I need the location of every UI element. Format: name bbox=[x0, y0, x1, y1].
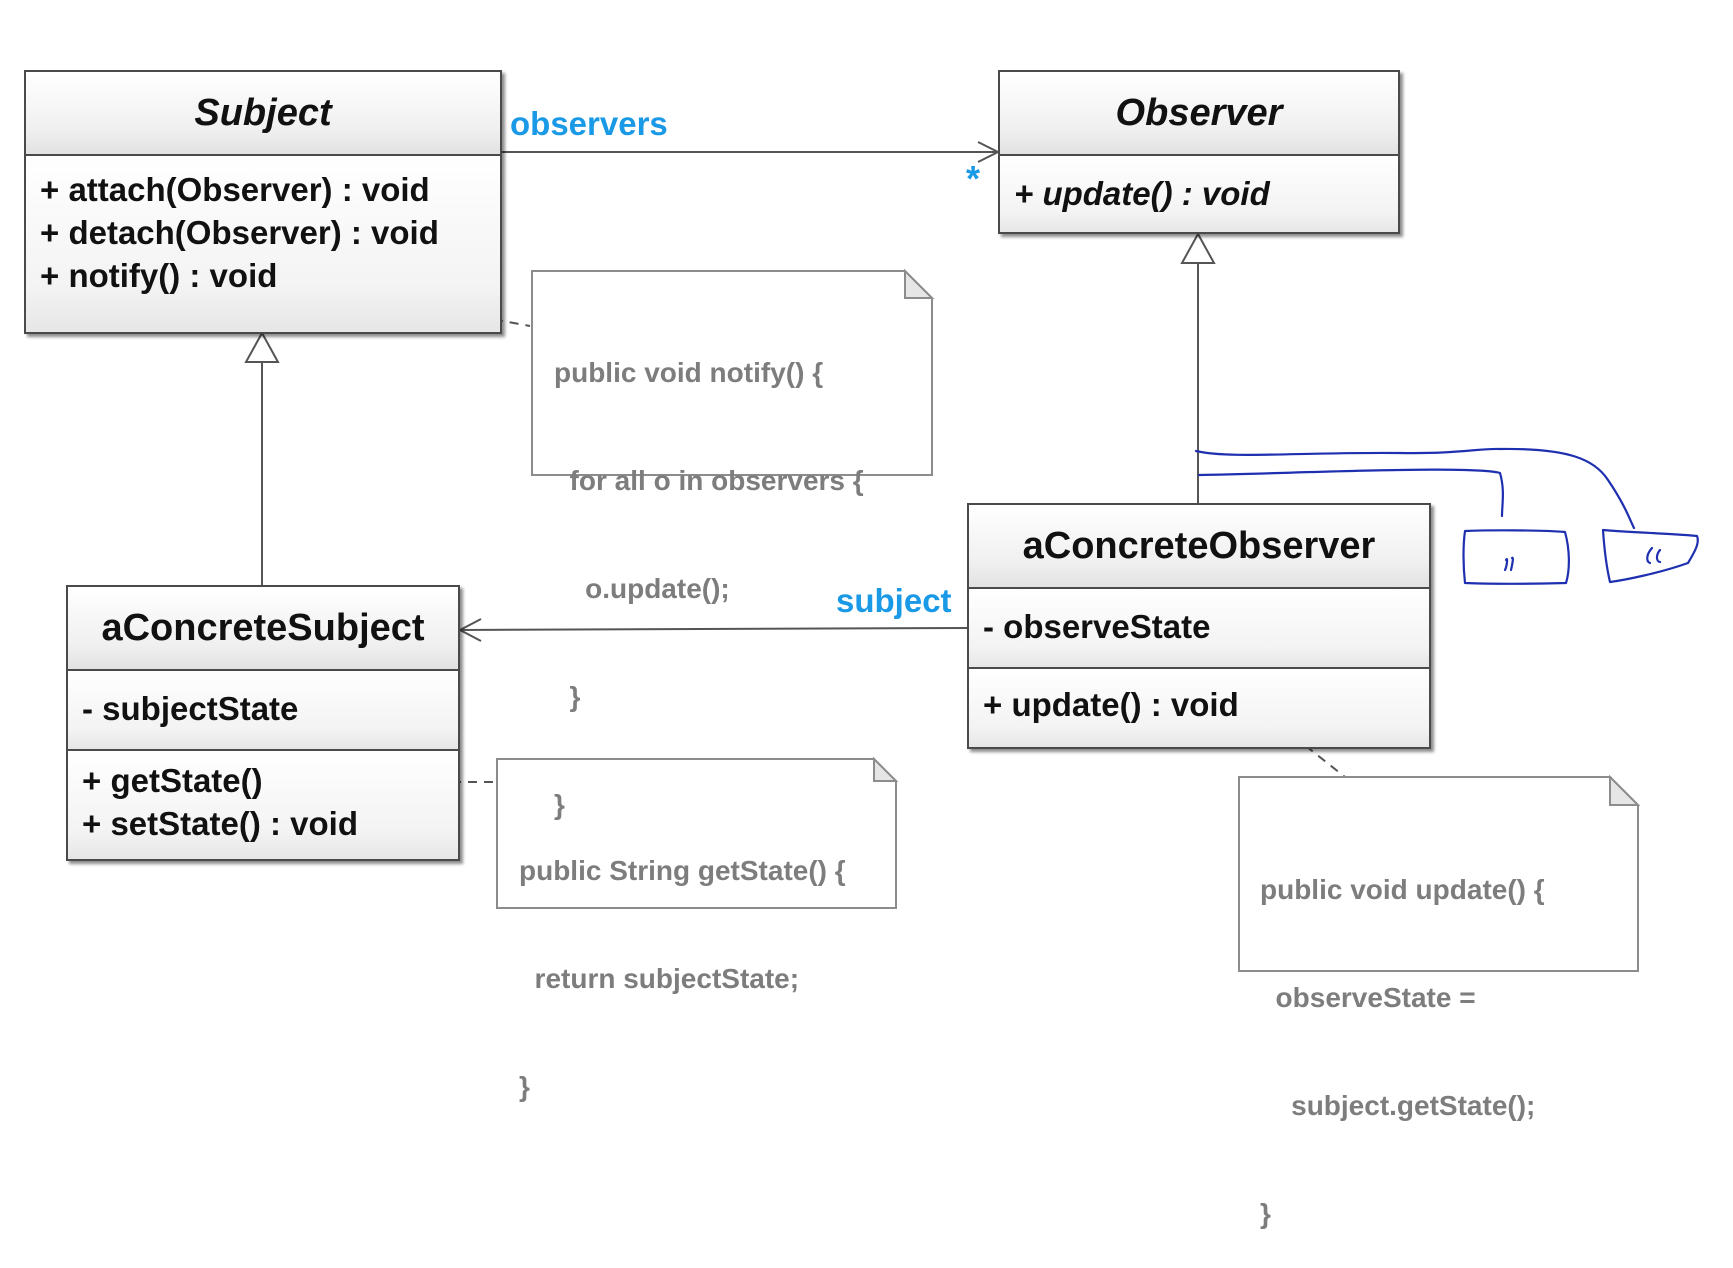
observer-class-name: Observer bbox=[1000, 72, 1398, 156]
concrete-subject-class[interactable]: aConcreteSubject - subjectState + getSta… bbox=[66, 585, 460, 861]
getstate-note-line: return subjectState; bbox=[519, 963, 800, 994]
getstate-note: public String getState() { return subjec… bbox=[519, 781, 846, 1141]
observer-op-update: + update() : void bbox=[1014, 175, 1270, 212]
update-note-line: observeState = bbox=[1260, 982, 1476, 1013]
concrete-observer-attr-state: - observeState bbox=[983, 608, 1211, 645]
concrete-subject-operations: + getState() + setState() : void bbox=[68, 751, 458, 859]
update-note: public void update() { observeState = su… bbox=[1260, 800, 1545, 1268]
concrete-observer-attributes: - observeState bbox=[969, 589, 1429, 669]
concrete-observer-operations: + update() : void bbox=[969, 669, 1429, 747]
notify-note-line: public void notify() { bbox=[554, 357, 824, 388]
concrete-subject-class-name: aConcreteSubject bbox=[68, 587, 458, 671]
observers-multiplicity: * bbox=[966, 158, 981, 199]
getstate-note-shape bbox=[496, 756, 899, 909]
concrete-observer-class[interactable]: aConcreteObserver - observeState + updat… bbox=[967, 503, 1431, 749]
handwritten-annotation bbox=[1194, 447, 1699, 585]
notify-note: public void notify() { for all o in obse… bbox=[554, 283, 864, 859]
concrete-observer-class-name: aConcreteObserver bbox=[969, 505, 1429, 589]
observers-association bbox=[502, 141, 1001, 163]
notify-note-line: } bbox=[554, 681, 581, 712]
observer-operations: + update() : void bbox=[1000, 156, 1398, 232]
update-note-line: public void update() { bbox=[1260, 874, 1545, 905]
concrete-subject-attr-state: - subjectState bbox=[82, 690, 299, 727]
concrete-subject-op-getstate: + getState() bbox=[82, 762, 263, 799]
observers-role-label: observers bbox=[510, 105, 668, 142]
concrete-observer-op-update: + update() : void bbox=[983, 686, 1239, 723]
getstate-note-line: public String getState() { bbox=[519, 855, 846, 886]
subject-role-label: subject bbox=[836, 582, 952, 619]
subject-association bbox=[457, 618, 968, 642]
concrete-subject-attributes: - subjectState bbox=[68, 671, 458, 751]
getstate-note-line: } bbox=[519, 1071, 530, 1102]
observer-class[interactable]: Observer + update() : void bbox=[998, 70, 1400, 234]
subject-op-notify: + notify() : void bbox=[40, 257, 278, 294]
update-note-line: subject.getState(); bbox=[1260, 1090, 1536, 1121]
update-note-line: } bbox=[1260, 1198, 1271, 1229]
update-note-shape bbox=[1238, 774, 1641, 972]
subject-op-attach: + attach(Observer) : void bbox=[40, 171, 430, 208]
concrete-subject-op-setstate: + setState() : void bbox=[82, 805, 358, 842]
notify-note-shape bbox=[531, 268, 935, 476]
subject-operations: + attach(Observer) : void + detach(Obser… bbox=[26, 156, 500, 332]
diagram-connectors bbox=[244, 141, 1699, 972]
subject-class[interactable]: Subject + attach(Observer) : void + deta… bbox=[24, 70, 502, 334]
subject-op-detach: + detach(Observer) : void bbox=[40, 214, 439, 251]
notify-note-line: for all o in observers { bbox=[554, 465, 864, 496]
notify-note-line: } bbox=[554, 789, 565, 820]
observer-generalization bbox=[1180, 231, 1216, 503]
subject-class-name: Subject bbox=[26, 72, 500, 156]
notify-note-line: o.update(); bbox=[554, 573, 730, 604]
subject-generalization bbox=[244, 330, 280, 585]
